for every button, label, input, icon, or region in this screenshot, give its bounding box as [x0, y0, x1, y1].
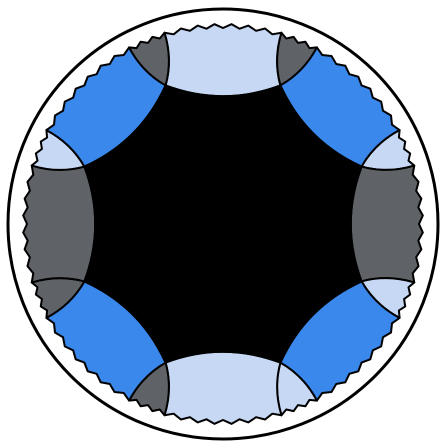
ring-tile-large — [23, 166, 95, 283]
ring-tile-large — [351, 166, 423, 283]
ring-tile-large — [165, 352, 282, 424]
ring-tile-large — [165, 24, 282, 96]
